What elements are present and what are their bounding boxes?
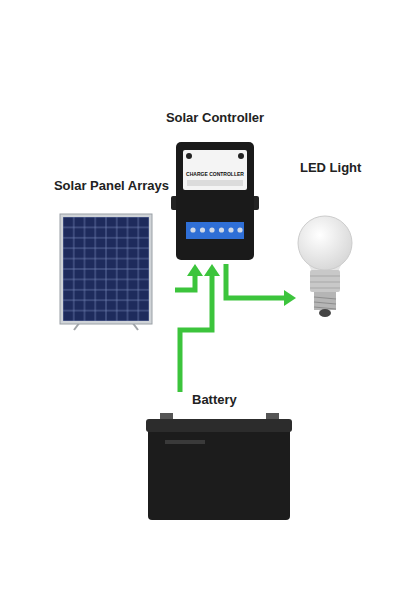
label-row: Battery — [145, 392, 292, 408]
flow-arrow — [180, 264, 220, 392]
arrow-head — [187, 264, 203, 276]
led-bulb — [298, 216, 352, 317]
node-label: LED Light — [300, 160, 361, 176]
arrow-head — [284, 290, 296, 306]
node-label: Battery — [192, 392, 237, 408]
flow-arrow — [226, 264, 296, 306]
battery-node: Battery — [145, 392, 292, 522]
battery — [146, 413, 292, 520]
light-node: LED Light — [296, 160, 372, 322]
device-label: CHARGE CONTROLLER — [183, 171, 247, 177]
flow-arrow — [175, 264, 203, 290]
label-row: Solar Panel Arrays — [48, 178, 175, 194]
flow-line — [226, 264, 285, 298]
node-label: Solar Controller — [166, 110, 264, 126]
flow-line — [180, 275, 212, 392]
node-label: Solar Panel Arrays — [54, 178, 169, 194]
arrow-head — [204, 264, 220, 276]
flow-line — [175, 275, 195, 290]
panel-node: Solar Panel Arrays — [48, 178, 175, 326]
solar-panel — [60, 214, 152, 330]
label-row: LED Light — [296, 160, 372, 176]
charge-controller — [171, 142, 259, 260]
label-row: Solar Controller — [160, 110, 270, 126]
controller-node: Solar Controller — [160, 110, 270, 264]
